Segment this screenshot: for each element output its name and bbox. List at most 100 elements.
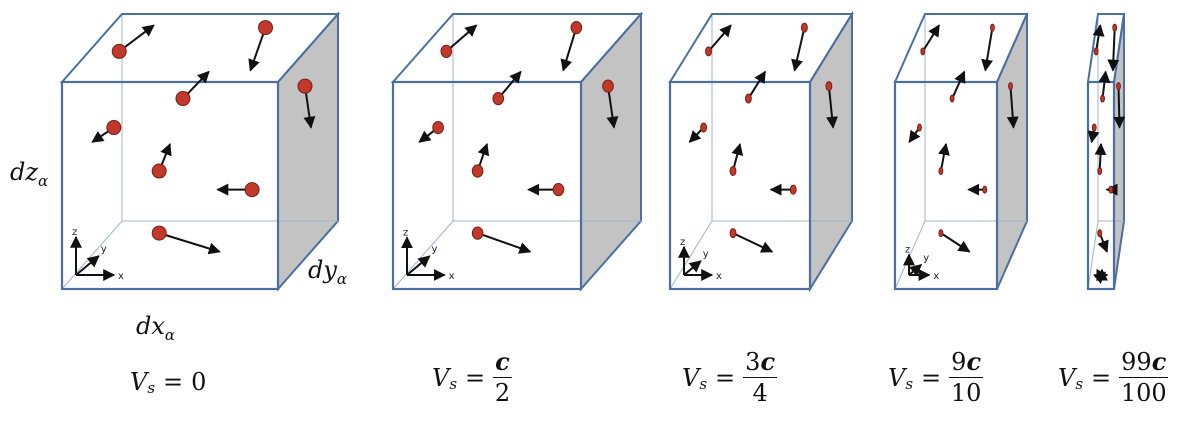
cube-2: z yx — [668, 10, 854, 293]
particle — [258, 20, 274, 36]
particle-arrow — [1107, 27, 1120, 72]
dy-label: dyα — [308, 256, 348, 288]
shaded-right-face — [580, 11, 642, 292]
particle — [440, 44, 453, 58]
particle — [982, 185, 988, 194]
particle-arrow — [981, 27, 994, 72]
particle — [729, 165, 737, 177]
particle-arrow — [158, 232, 221, 255]
particle — [175, 91, 191, 107]
x-axis-label: x — [449, 271, 455, 282]
shaded-right-face — [996, 13, 1028, 290]
dz-label: dzα — [10, 158, 49, 190]
particle-arrow — [791, 27, 806, 72]
particle-arrow — [921, 24, 940, 52]
particle-arrow — [707, 24, 732, 53]
front-face — [391, 80, 583, 291]
particle — [917, 123, 922, 132]
dx-label: dxα — [136, 312, 176, 344]
hidden-edge — [392, 220, 454, 290]
cube-4 — [1086, 13, 1126, 291]
z-axis-label: z — [72, 227, 77, 238]
particle — [492, 91, 505, 106]
y-axis — [683, 260, 702, 276]
y-axis — [1092, 271, 1107, 284]
particle-arrow — [560, 27, 578, 72]
particle-arrow — [1098, 70, 1111, 99]
front-face — [668, 80, 812, 291]
particle-arrow — [606, 85, 619, 129]
particle-arrow — [1113, 86, 1126, 129]
z-axis-label: z — [680, 237, 685, 248]
particle — [151, 163, 167, 179]
hidden-edge — [669, 220, 713, 290]
y-axis — [908, 264, 923, 277]
hidden-edge — [1087, 220, 1099, 290]
y-axis-label: y — [923, 253, 929, 264]
cube-0: z y x — [59, 11, 341, 292]
particle-arrow — [940, 232, 971, 253]
z-axis-label: z — [403, 227, 408, 238]
particle — [471, 226, 484, 240]
particle — [1097, 229, 1103, 238]
cube-3: z yx — [893, 13, 1029, 291]
shaded-right-face — [277, 11, 339, 292]
particle — [800, 22, 808, 33]
particle-arrow — [445, 24, 478, 53]
particle-arrow — [248, 27, 267, 72]
particle — [705, 46, 712, 57]
particle — [825, 81, 833, 92]
particle — [920, 47, 926, 56]
particle — [1116, 82, 1121, 91]
particle — [151, 225, 167, 241]
particle — [111, 43, 127, 59]
particle — [949, 94, 955, 103]
particle — [1097, 167, 1103, 176]
particle — [1112, 23, 1118, 32]
particle — [744, 93, 752, 104]
particle — [552, 183, 565, 197]
particle-arrow — [1006, 86, 1019, 129]
y-axis-label: y — [101, 244, 107, 255]
front-face — [1086, 80, 1116, 291]
particle-arrow — [747, 70, 767, 100]
particle — [789, 184, 797, 195]
particle-arrow — [1092, 24, 1105, 52]
x-axis-label: x — [118, 271, 124, 282]
particle — [602, 79, 614, 93]
x-axis-label: x — [933, 271, 939, 282]
particle — [1093, 47, 1099, 56]
particle — [938, 167, 944, 176]
particle — [432, 120, 444, 135]
particle — [1091, 123, 1097, 132]
particle — [990, 23, 995, 32]
y-axis — [406, 255, 431, 276]
hidden-edge — [61, 220, 123, 290]
shaded-right-face — [809, 10, 853, 293]
particle — [471, 164, 484, 178]
y-axis — [75, 255, 100, 276]
particle — [570, 21, 583, 35]
x-axis-label: x — [716, 271, 722, 282]
front-face — [893, 80, 999, 291]
particle — [1100, 94, 1105, 103]
particle-arrow — [826, 86, 838, 129]
y-axis-label: y — [432, 244, 438, 255]
particle-arrow — [938, 142, 950, 172]
particle — [1108, 185, 1114, 194]
z-axis-label: z — [905, 245, 910, 256]
particle-arrow — [732, 232, 774, 253]
particle-arrow — [1094, 142, 1107, 172]
y-axis-label: y — [703, 249, 709, 260]
particle — [729, 228, 737, 239]
particle — [938, 229, 944, 238]
particle — [244, 182, 260, 198]
